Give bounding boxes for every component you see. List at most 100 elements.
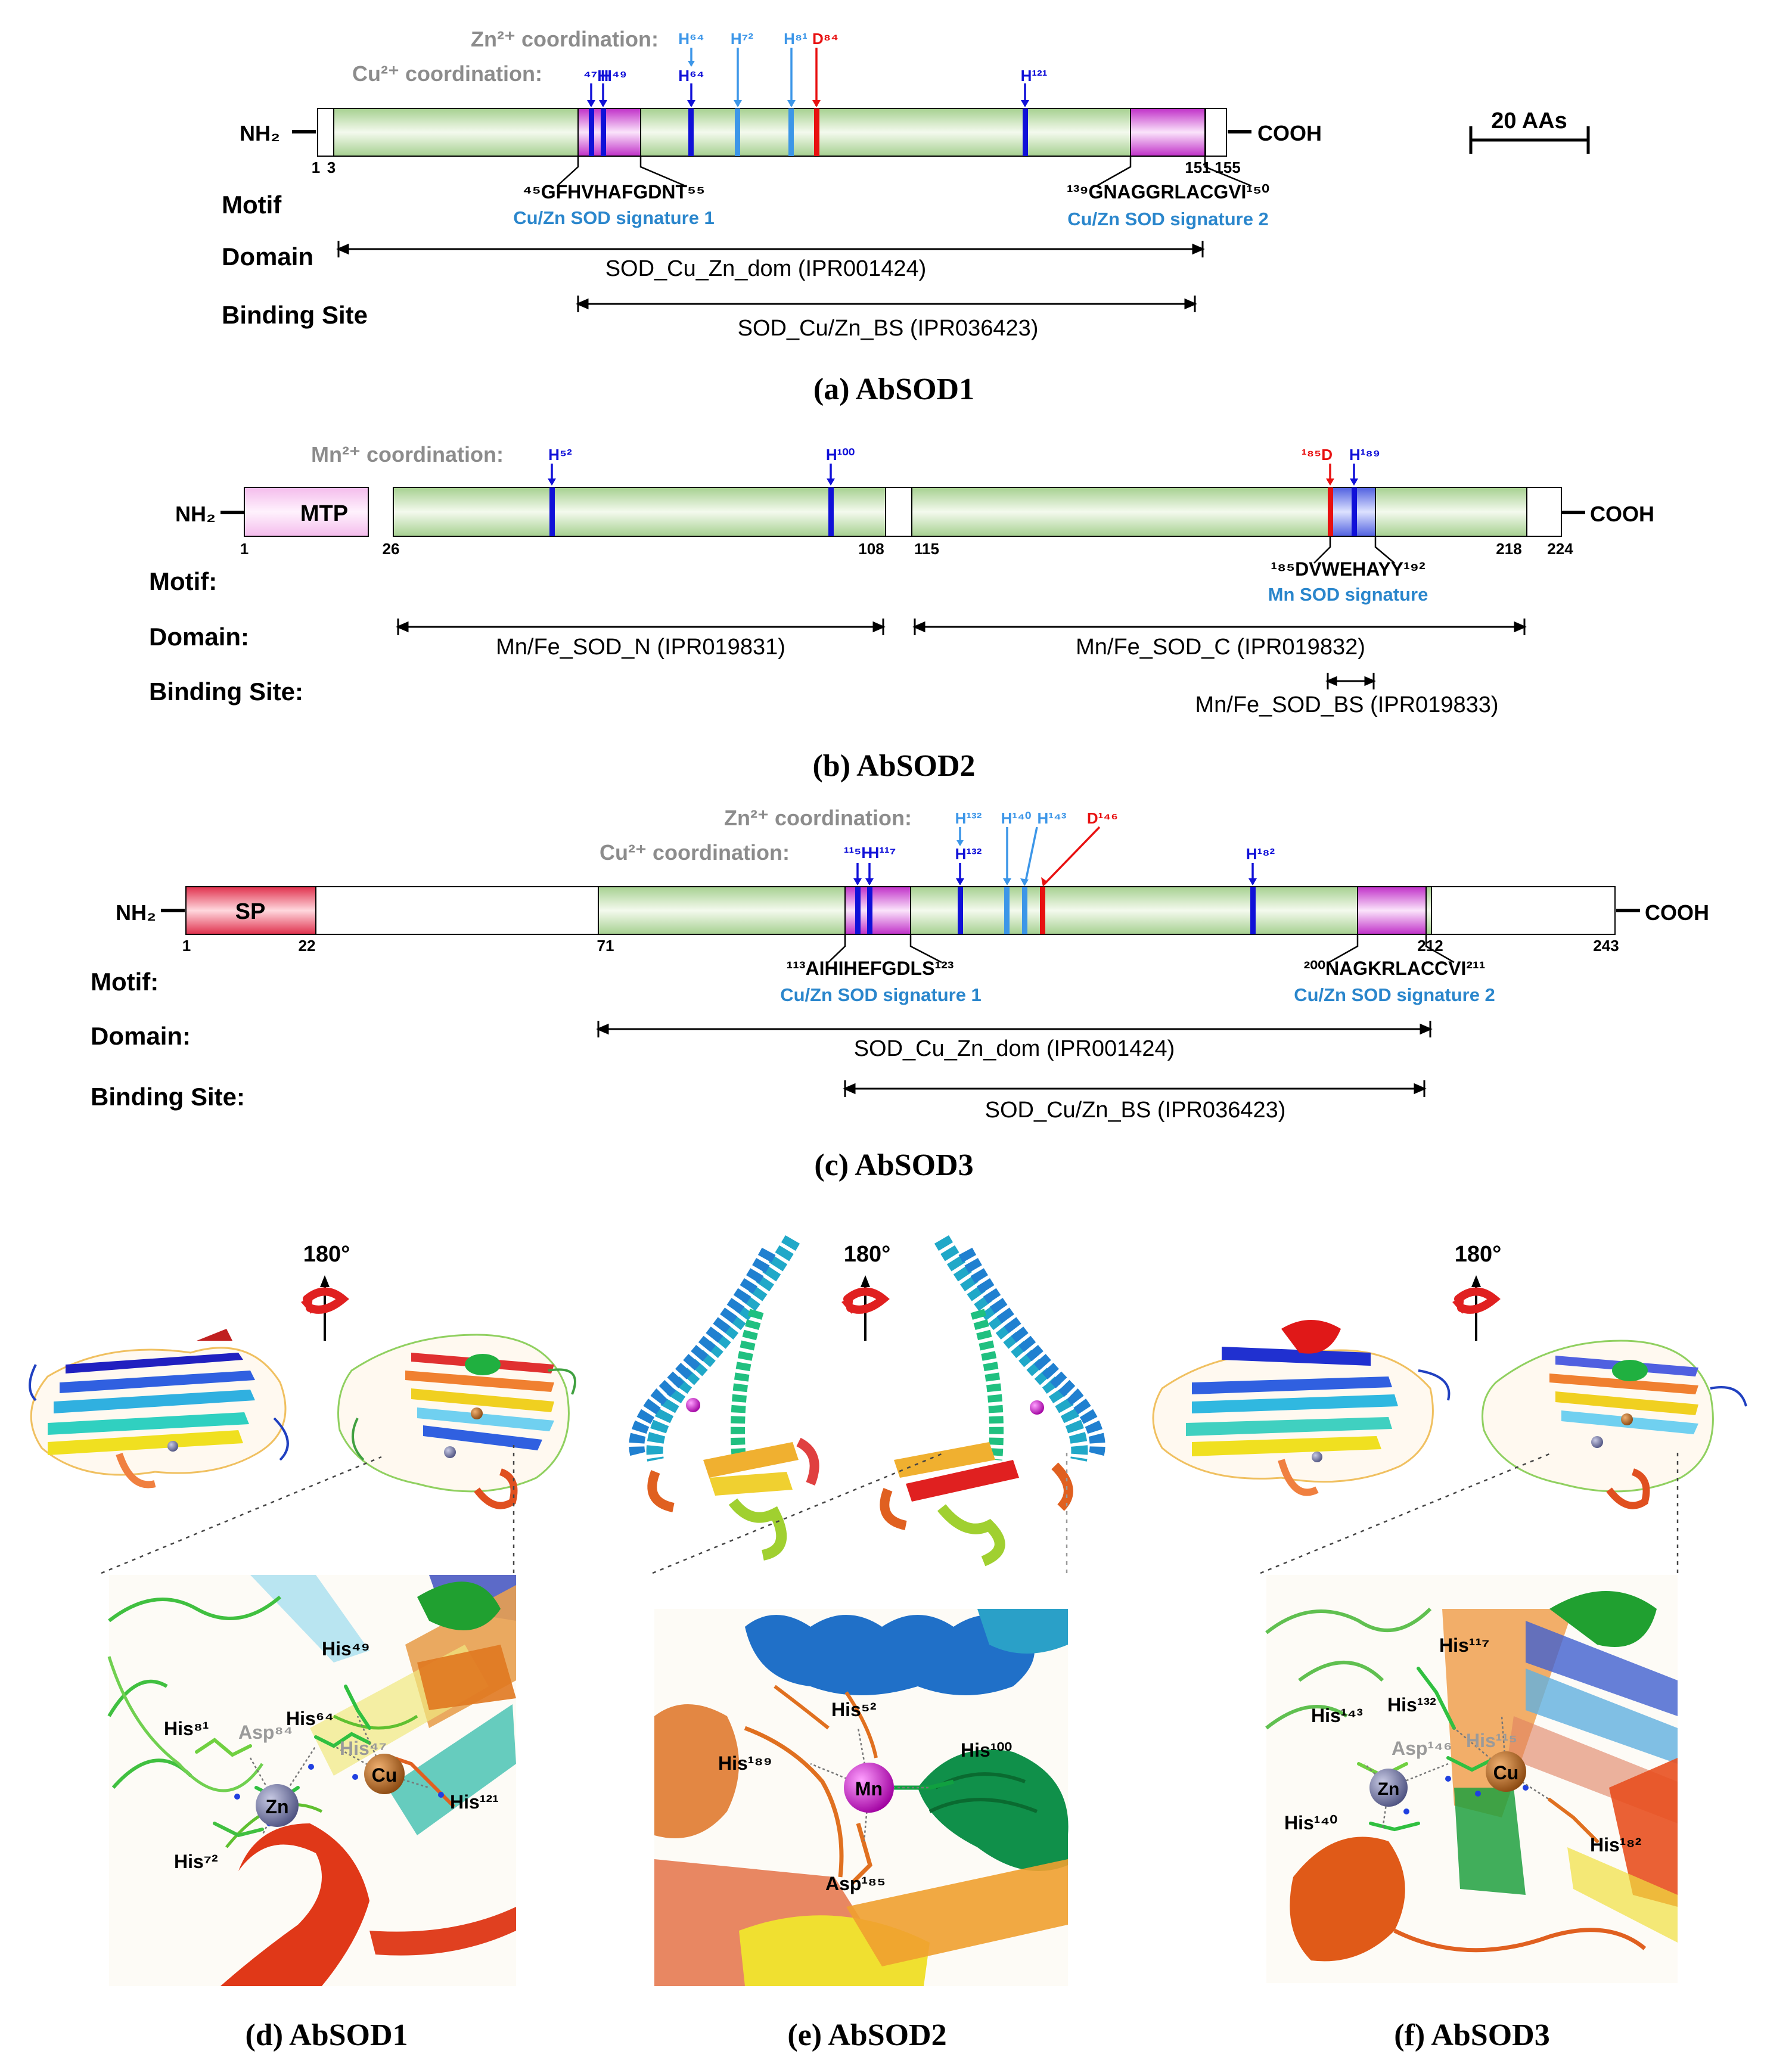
rotation-label: 180° (1455, 1242, 1502, 1267)
cartoon-right (880, 1235, 1105, 1567)
panel-f-structure: 180° (1152, 1242, 1747, 2052)
row-motif-label: Motif: (149, 567, 217, 595)
his64-label: His⁶⁴ (286, 1708, 334, 1729)
site-h64-zn: H⁶⁴ (678, 30, 704, 48)
pos-243: 243 (1593, 937, 1619, 955)
site-h49: H⁴⁹ (601, 67, 627, 85)
motif1-name: Cu/Zn SOD signature 1 (780, 984, 982, 1005)
cu-ion (364, 1754, 405, 1794)
motif-region-2 (1130, 108, 1206, 157)
motif-region-1 (577, 108, 641, 157)
domain-n-name: Mn/Fe_SOD_N (IPR019831) (496, 635, 785, 660)
site-h64-cu: H⁶⁴ (678, 67, 704, 85)
n-terminus-label: NH₂ (116, 900, 156, 925)
pos-22: 22 (299, 937, 316, 955)
binding-site-name: SOD_Cu/Zn_BS (IPR036423) (985, 1098, 1286, 1123)
zoom-view: Zn Cu His¹¹⁷ His¹³² His¹⁴³ Asp¹⁴⁶ His¹¹⁵… (1265, 1575, 1678, 1983)
asp146-label: Asp¹⁴⁶ (1392, 1738, 1452, 1759)
site-h100: H¹⁰⁰ (826, 446, 855, 464)
row-motif-label: Motif: (91, 968, 159, 996)
site-h52: H⁵² (548, 446, 572, 464)
site-d84: D⁸⁴ (812, 30, 838, 48)
asp84-label: Asp⁸⁴ (238, 1721, 293, 1743)
motif2-seq: ²⁰⁰NAGKRLACCVI²¹¹ (1304, 958, 1486, 979)
site-h132-cu: H¹³² (955, 845, 982, 863)
his115-label: His¹¹⁵ (1466, 1730, 1517, 1751)
motif-seq: ¹⁸⁵DVWEHAYY¹⁹² (1271, 558, 1425, 580)
site-h72: H⁷² (731, 30, 754, 48)
zn-coordination-label: Zn²⁺ coordination: (724, 806, 912, 830)
cu-ion (1486, 1751, 1526, 1792)
scale-bar-label: 20 AAs (1491, 108, 1567, 133)
caption-c: (c) AbSOD3 (814, 1148, 973, 1182)
pos-71: 71 (597, 937, 614, 955)
n-terminus-label: NH₂ (175, 502, 216, 526)
his143-label: His¹⁴³ (1311, 1705, 1363, 1726)
site-h115: ¹¹⁵H (844, 844, 872, 862)
c-terminus-label: COOH (1645, 900, 1709, 925)
sod-domain-region (598, 886, 1432, 935)
panel-d-structure: 180° (29, 1242, 576, 2052)
pos-1: 1 (312, 159, 320, 176)
motif-region-1 (844, 886, 911, 935)
motif1-seq: ¹¹³AIHIHEFGDLS¹²³ (787, 958, 954, 979)
cu-coordination-label: Cu²⁺ coordination: (600, 840, 790, 865)
site-h132-zn: H¹³² (955, 809, 982, 827)
binding-site-name: Mn/Fe_SOD_BS (IPR019833) (1195, 692, 1498, 717)
pos-212: 212 (1417, 937, 1443, 955)
his132-label: His¹³² (1387, 1694, 1436, 1716)
cartoon-left (1152, 1320, 1451, 1496)
row-binding-label: Binding Site: (91, 1083, 245, 1111)
caption-d: (d) AbSOD1 (245, 2018, 408, 2052)
domain-name: SOD_Cu_Zn_dom (IPR001424) (605, 256, 927, 281)
his121-label: His¹²¹ (450, 1791, 499, 1813)
his140-label: His¹⁴⁰ (1284, 1812, 1337, 1834)
caption-a: (a) AbSOD1 (813, 372, 974, 406)
site-h189: H¹⁸⁹ (1349, 446, 1380, 464)
panel-e-structure: 180° (629, 1235, 1105, 2052)
domain-c-name: Mn/Fe_SOD_C (IPR019832) (1076, 635, 1365, 660)
his100-label: His¹⁰⁰ (961, 1739, 1012, 1761)
pos-155: 155 (1215, 159, 1240, 176)
site-h117: H¹¹⁷ (868, 844, 896, 862)
pos-108: 108 (858, 540, 884, 558)
panel-a-domain-map: Zn²⁺ coordination: Cu²⁺ coordination: NH… (222, 27, 1322, 406)
site-h47: ⁴⁷H (583, 67, 608, 85)
zn-label: Zn (1378, 1779, 1400, 1799)
row-binding-label: Binding Site (222, 301, 368, 329)
site-h140: H¹⁴⁰ (1001, 809, 1032, 827)
site-h182: H¹⁸² (1246, 845, 1275, 863)
site-h143: H¹⁴³ (1038, 809, 1067, 827)
motif2-name: Cu/Zn SOD signature 2 (1067, 209, 1269, 229)
binding-site-name: SOD_Cu/Zn_BS (IPR036423) (738, 316, 1039, 341)
sod-c-domain (911, 487, 1527, 537)
mn-label: Mn (855, 1778, 883, 1800)
asp185-label: Asp¹⁸⁵ (825, 1873, 886, 1894)
caption-e: (e) AbSOD2 (787, 2018, 946, 2052)
mn-ion (844, 1763, 894, 1813)
domain-name: SOD_Cu_Zn_dom (IPR001424) (854, 1036, 1175, 1061)
pos-115: 115 (914, 540, 939, 558)
caption-f: (f) AbSOD3 (1394, 2018, 1549, 2052)
sod-n-domain (393, 487, 886, 537)
mn-coordination-label: Mn²⁺ coordination: (311, 442, 504, 467)
motif-region-2 (1357, 886, 1427, 935)
motif1-seq: ⁴⁵GFHVHAFGDNT⁵⁵ (523, 181, 705, 203)
pos-224: 224 (1547, 540, 1573, 558)
signal-peptide (185, 886, 316, 935)
cartoon-right (337, 1334, 576, 1509)
caption-b: (b) AbSOD2 (812, 749, 975, 783)
panel-b-domain-map: Mn²⁺ coordination: NH₂ COOH MTP H⁵² H¹⁰⁰… (149, 442, 1654, 783)
pos-1: 1 (182, 937, 191, 955)
scale-bar: 20 AAs (1469, 108, 1590, 154)
pos-218: 218 (1496, 540, 1521, 558)
cu-label: Cu (372, 1764, 397, 1786)
his117-label: His¹¹⁷ (1439, 1635, 1489, 1656)
cartoon-left (629, 1235, 819, 1561)
zn-coordination-label: Zn²⁺ coordination: (471, 27, 659, 51)
motif-name: Mn SOD signature (1268, 584, 1428, 605)
rotation-arrow-icon (841, 1275, 890, 1341)
pos-3: 3 (327, 159, 336, 176)
c-terminus-label: COOH (1590, 502, 1654, 526)
